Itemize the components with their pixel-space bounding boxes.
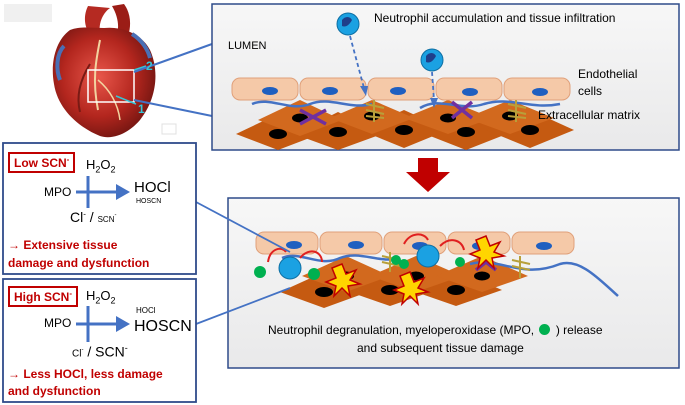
top-panel-title: Neutrophil accumulation and tissue infil… [374,11,616,25]
low-halides: Cl- / SCN- [70,209,117,225]
endothelial-layer-top [231,77,571,101]
lumen-label: LUMEN [228,40,267,52]
endothelial-label: Endothelial cells [578,67,638,98]
bottom-caption-line2: and subsequent tissue damage [357,341,524,355]
high-product-hoscn: HOSCN [134,318,192,335]
low-scn-badge: Low SCN- [8,152,76,173]
high-outcome: → Less HOCl, less damage and dysfunction [8,367,163,398]
high-h2o2: H2O2 [86,288,116,306]
ecm-label: Extracellular matrix [538,108,641,122]
low-mpo: MPO [44,185,72,199]
neutrophil-bottom-2 [416,244,440,268]
high-mpo: MPO [44,316,72,330]
low-h2o2: H2O2 [86,157,116,175]
bottom-caption-line1: Neutrophil degranulation, myeloperoxidas… [268,323,603,337]
heart-callout-2: 2 [146,59,153,73]
low-product-hocl: HOCl [134,179,171,196]
damage-burst-icons [323,235,507,307]
collagen-fibers-top [365,100,527,122]
low-product-hoscn: HOSCN [136,198,162,205]
low-outcome: → Extensive tissue damage and dysfunctio… [8,238,150,270]
heart-callout-1: 1 [138,102,145,116]
high-halides: Cl- / SCN- [72,343,128,360]
mpo-dot-icon [539,324,551,335]
neutrophil-bottom-1 [278,256,302,280]
heart-illustration [4,4,177,138]
high-scn-badge: High SCN- [8,286,79,307]
down-arrow [406,158,450,192]
high-product-hocl: HOCl [136,306,156,315]
